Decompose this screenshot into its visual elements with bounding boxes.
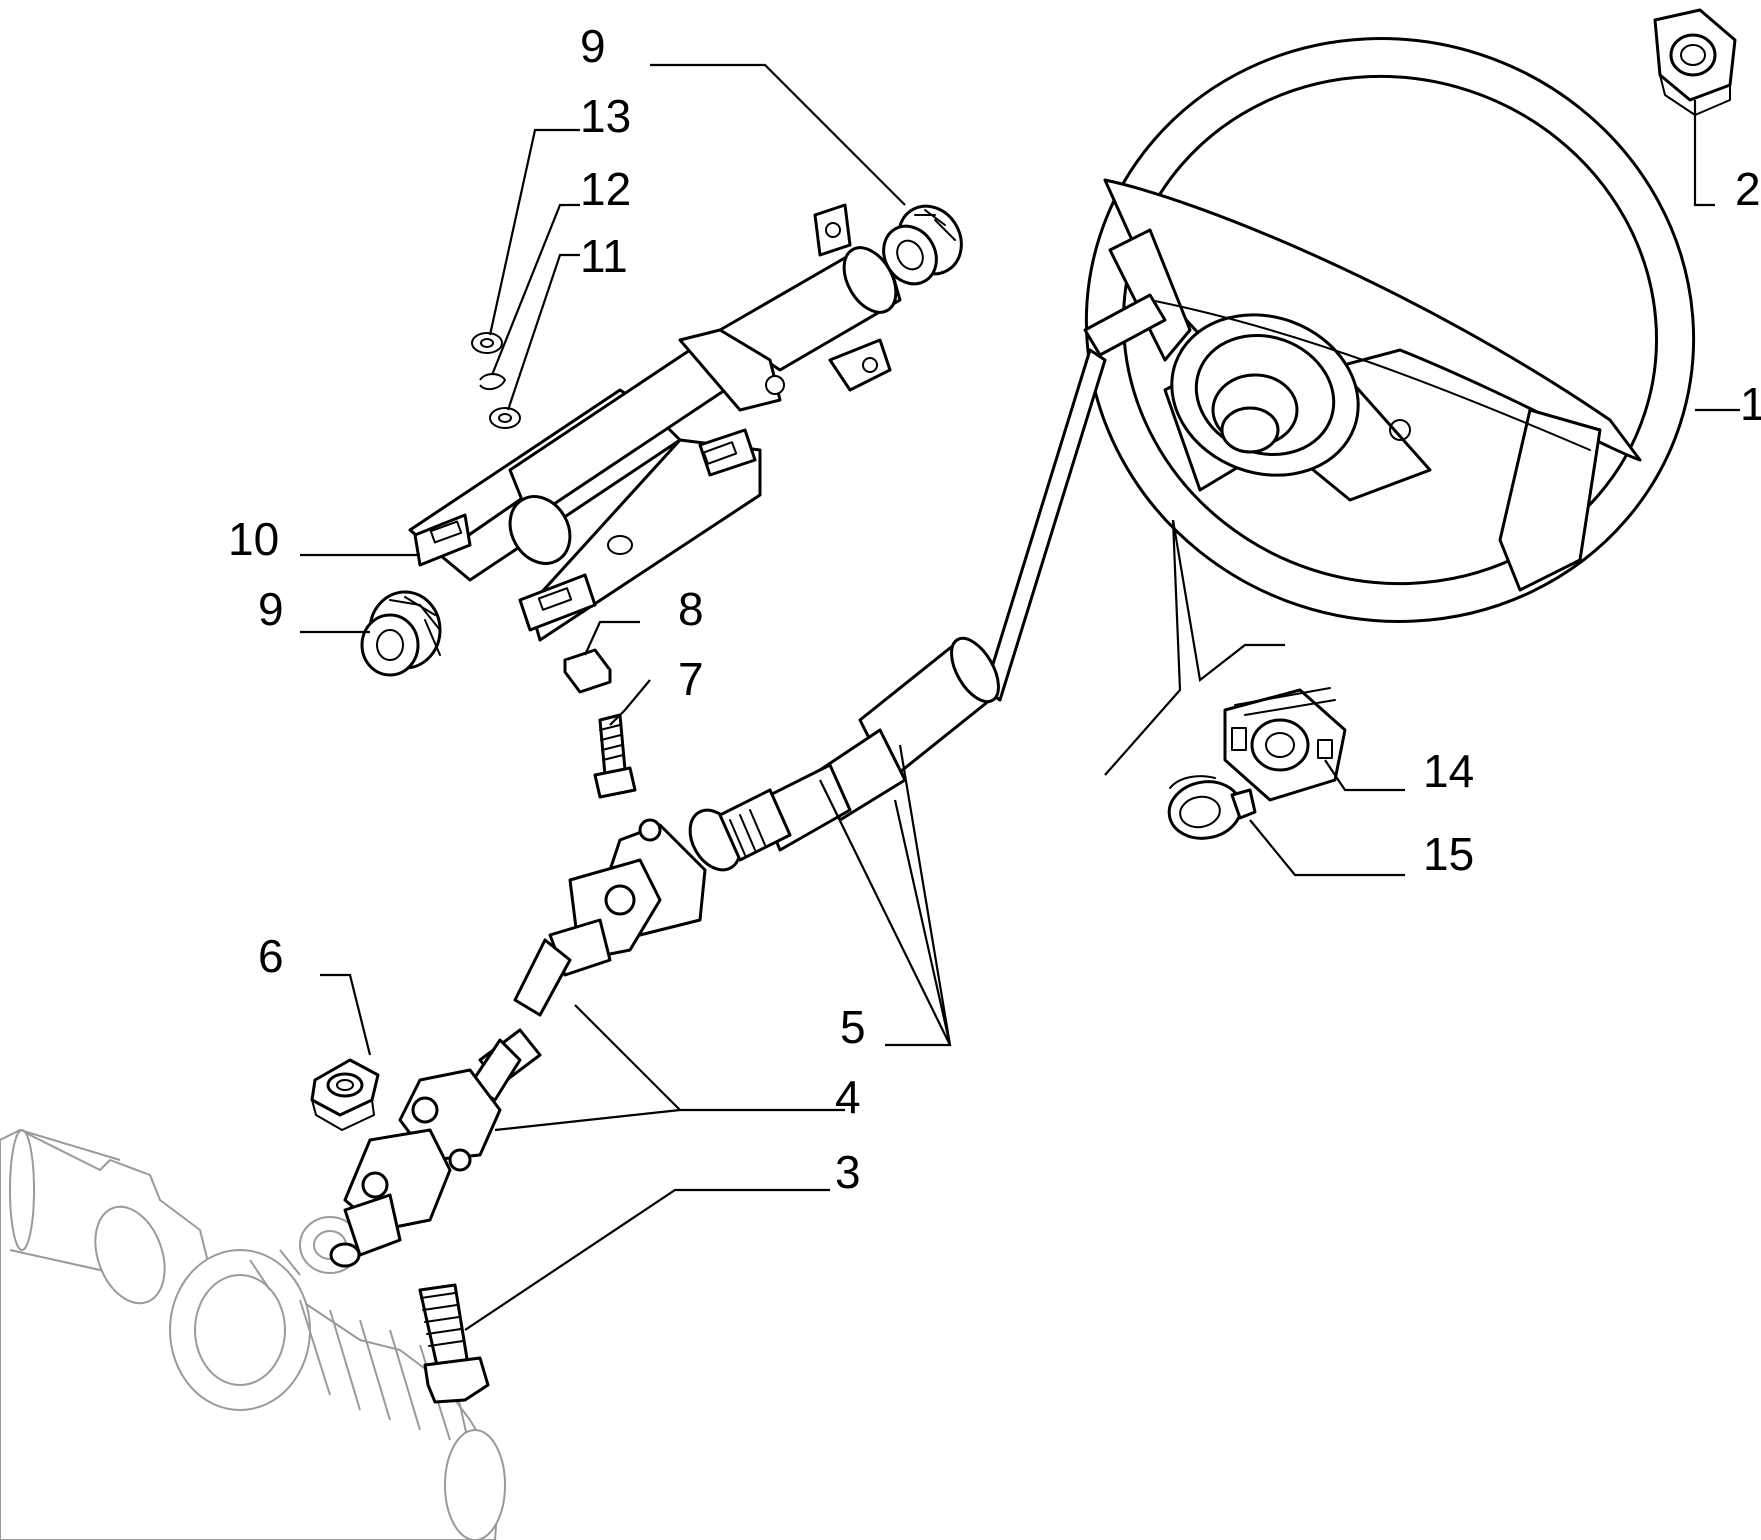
bushing-icon [882,204,963,286]
bracket-icon [408,203,902,642]
callout-numbers: 1 2 3 4 5 6 7 8 9 9 10 11 12 13 14 15 [228,20,1761,1198]
callout-6: 6 [258,930,284,982]
washer-icon [471,332,521,429]
callout-11: 11 [580,230,628,282]
bolt-icon [418,1283,490,1404]
callout-8: 8 [678,583,704,635]
callout-10: 10 [228,513,279,565]
bracket-icon [1223,687,1347,802]
shaft-icon [688,293,1167,872]
callout-2: 2 [1735,163,1761,215]
clip-icon [563,648,612,694]
callout-5: 5 [840,1001,866,1053]
callout-13: 13 [580,90,631,142]
bushing-icon [360,590,442,677]
callout-15: 15 [1423,828,1474,880]
callout-1: 1 [1740,378,1761,430]
leader-lines [300,63,1740,1331]
callout-7: 7 [678,653,704,705]
hex-nut-icon [1653,8,1737,116]
callout-14: 14 [1423,745,1474,797]
detail-pointer [1104,519,1285,776]
universal-joint-icon [329,818,707,1268]
callout-9-top: 9 [580,20,606,72]
steering-rack-icon [0,1129,506,1540]
callout-9-left: 9 [258,583,284,635]
callout-4: 4 [835,1071,861,1123]
steering-wheel-icon [1084,37,1696,623]
callout-12: 12 [580,163,631,215]
ring-icon [1167,775,1257,840]
hex-nut-icon [310,1058,380,1131]
callout-3: 3 [835,1146,861,1198]
bolt-icon [593,713,637,799]
